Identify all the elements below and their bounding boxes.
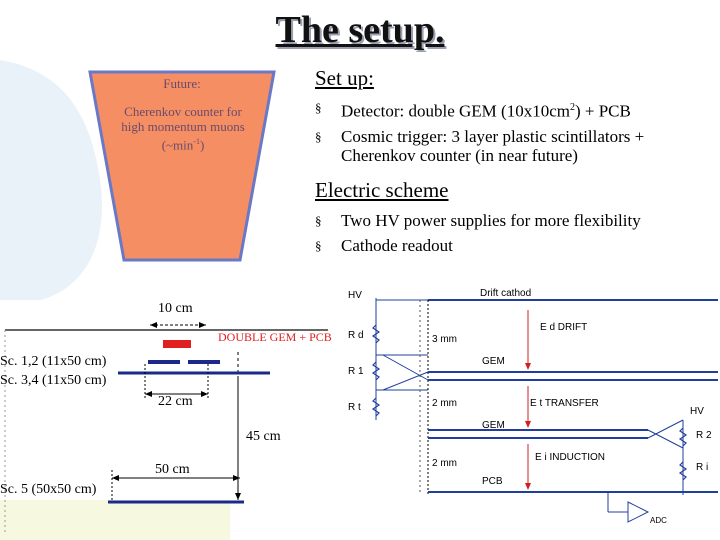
r2-label: R 2 <box>696 430 712 441</box>
drift-cathode-label: Drift cathod <box>480 288 532 299</box>
list-item: §Cathode readout <box>315 236 453 255</box>
double-gem-pcb-label: DOUBLE GEM + PCB <box>218 330 332 344</box>
sc12-label: Sc. 1,2 (11x50 cm) <box>0 354 107 369</box>
bullet-icon: § <box>315 213 322 228</box>
cherenkov-counter-shape <box>88 70 276 262</box>
bullet-icon: § <box>315 238 322 253</box>
rt-label: R t <box>348 402 361 413</box>
induction-field-label: E i INDUCTION <box>535 452 605 463</box>
dimension-50cm: 50 cm <box>155 462 190 477</box>
dimension-22cm: 22 cm <box>158 394 193 409</box>
cherenkov-future-label: Future: <box>163 76 201 91</box>
hv-right-label: HV <box>690 406 704 417</box>
list-item: §Two HV power supplies for more flexibil… <box>315 211 641 230</box>
bullet-icon: § <box>315 100 322 115</box>
detector-diagram <box>4 322 328 535</box>
ri-label: R i <box>696 462 709 473</box>
gem1-label: GEM <box>482 356 505 367</box>
page-title: The setup. <box>275 9 445 51</box>
drift-field-label: E d DRIFT <box>540 322 588 333</box>
sc34-label: Sc. 3,4 (11x50 cm) <box>0 373 107 388</box>
gap-3mm-label: 3 mm <box>432 334 457 345</box>
gap-2mm-label: 2 mm <box>432 398 457 409</box>
adc-label: ADC <box>650 516 667 525</box>
dimension-45cm: 45 cm <box>246 429 281 444</box>
gap-2mm-lower-label: 2 mm <box>432 458 457 469</box>
list-item: §Cosmic trigger: 3 layer plastic scintil… <box>315 126 645 165</box>
sc5-label: Sc. 5 (50x50 cm) <box>0 482 97 497</box>
circuit-diagram <box>371 298 718 523</box>
dimension-10cm: 10 cm <box>158 301 193 316</box>
electric-list: §Two HV power supplies for more flexibil… <box>315 211 715 261</box>
transfer-field-label: E t TRANSFER <box>530 398 599 409</box>
electric-scheme-heading: Electric scheme <box>315 178 449 202</box>
setup-heading: Set up: <box>315 66 374 90</box>
setup-list: §Detector: double GEM (10x10cm2) + PCB §… <box>315 98 715 171</box>
gem2-label: GEM <box>482 420 505 431</box>
pcb-label: PCB <box>482 476 503 487</box>
r1-label: R 1 <box>348 366 364 377</box>
rd-label: R d <box>348 330 364 341</box>
list-item: §Detector: double GEM (10x10cm2) + PCB <box>315 100 631 121</box>
hv-left-label: HV <box>348 290 362 301</box>
bullet-icon: § <box>315 128 322 144</box>
cherenkov-description: Cherenkov counter for high momentum muon… <box>121 104 245 153</box>
